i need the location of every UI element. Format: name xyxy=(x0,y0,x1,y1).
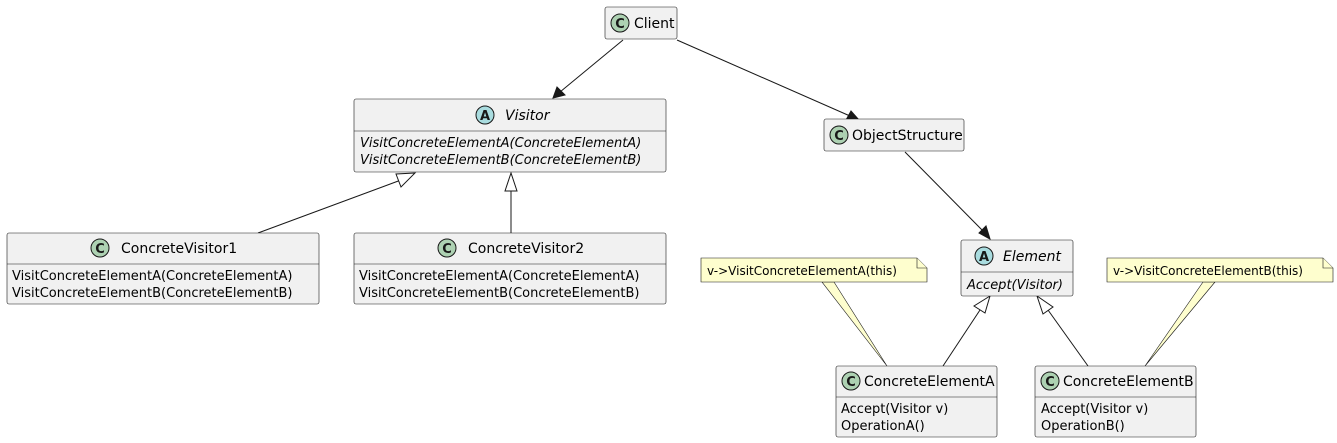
visitor-method-2: VisitConcreteElementB(ConcreteElementB) xyxy=(360,153,641,168)
element-method-1: Accept(Visitor) xyxy=(966,278,1063,293)
class-name-concreteelementa: ConcreteElementA xyxy=(864,374,995,390)
note-a-connector xyxy=(821,281,888,367)
class-concretevisitor2[interactable]: C ConcreteVisitor2 VisitConcreteElementA… xyxy=(353,232,667,305)
concretevisitor2-method-2: VisitConcreteElementB(ConcreteElementB) xyxy=(359,286,639,301)
class-icon xyxy=(610,13,630,33)
class-icon xyxy=(437,238,457,258)
class-name-concretevisitor1: ConcreteVisitor1 xyxy=(121,241,237,257)
class-icon xyxy=(829,125,849,145)
concretevisitor2-method-1: VisitConcreteElementA(ConcreteElementA) xyxy=(359,269,639,284)
abstract-icon xyxy=(475,105,495,125)
note-a[interactable]: v->VisitConcreteElementA(this) xyxy=(700,257,928,283)
concretevisitor1-method-1: VisitConcreteElementA(ConcreteElementA) xyxy=(12,269,292,284)
edge-objectstructure-element xyxy=(904,151,985,233)
concreteelementb-method-2: OperationB() xyxy=(1041,419,1125,434)
arrowhead-visitor xyxy=(552,86,566,99)
class-visitor[interactable]: A Visitor VisitConcreteElementA(Concrete… xyxy=(353,98,667,173)
arrowhead-element xyxy=(978,225,991,241)
class-name-element: Element xyxy=(1003,249,1061,265)
class-name-concreteelementb: ConcreteElementB xyxy=(1063,374,1194,390)
class-name-objectstructure: ObjectStructure xyxy=(852,128,963,144)
class-name-visitor: Visitor xyxy=(505,108,551,124)
class-element[interactable]: A Element Accept(Visitor) xyxy=(960,239,1074,297)
arrowhead-objectstructure xyxy=(845,110,861,121)
class-icon xyxy=(90,238,110,258)
triangle-elementb xyxy=(1036,294,1054,315)
abstract-icon xyxy=(974,246,994,266)
class-icon-letter: C xyxy=(846,375,856,390)
triangle-elementa xyxy=(973,294,991,314)
class-name-concretevisitor2: ConcreteVisitor2 xyxy=(468,241,584,257)
edge-client-objectstructure xyxy=(676,39,851,117)
class-icon xyxy=(1040,371,1060,391)
abstract-icon-letter: A xyxy=(979,250,989,265)
class-client[interactable]: C Client xyxy=(604,6,678,40)
note-b[interactable]: v->VisitConcreteElementB(this) xyxy=(1106,257,1334,283)
visitor-method-1: VisitConcreteElementA(ConcreteElementA) xyxy=(360,136,641,151)
edge-elementb-generalization xyxy=(1047,309,1089,367)
note-b-text: v->VisitConcreteElementB(this) xyxy=(1113,264,1303,278)
edge-visitor1-generalization xyxy=(257,179,402,234)
concreteelementa-method-1: Accept(Visitor v) xyxy=(841,402,948,417)
abstract-icon-letter: A xyxy=(480,109,490,124)
class-objectstructure[interactable]: C ObjectStructure xyxy=(823,118,965,152)
class-icon-letter: C xyxy=(834,129,844,144)
class-icon-letter: C xyxy=(615,17,625,32)
concreteelementb-method-1: Accept(Visitor v) xyxy=(1041,402,1148,417)
class-name-client: Client xyxy=(634,16,675,32)
class-icon-letter: C xyxy=(442,242,452,257)
triangle-visitor2 xyxy=(504,171,518,192)
class-concretevisitor1[interactable]: C ConcreteVisitor1 VisitConcreteElementA… xyxy=(6,232,320,305)
edge-elementa-generalization xyxy=(942,309,981,367)
class-concreteelementa[interactable]: C ConcreteElementA Accept(Visitor v) Ope… xyxy=(835,365,998,438)
class-icon xyxy=(841,371,861,391)
edge-client-visitor xyxy=(559,39,624,93)
class-concreteelementb[interactable]: C ConcreteElementB Accept(Visitor v) Ope… xyxy=(1034,365,1197,438)
concreteelementa-method-2: OperationA() xyxy=(841,419,925,434)
note-a-text: v->VisitConcreteElementA(this) xyxy=(707,264,897,278)
concretevisitor1-method-2: VisitConcreteElementB(ConcreteElementB) xyxy=(12,286,292,301)
class-icon-letter: C xyxy=(1045,375,1055,390)
triangle-visitor1 xyxy=(395,172,417,188)
class-icon-letter: C xyxy=(95,242,105,257)
note-b-connector xyxy=(1144,281,1216,367)
edges xyxy=(257,39,1089,367)
